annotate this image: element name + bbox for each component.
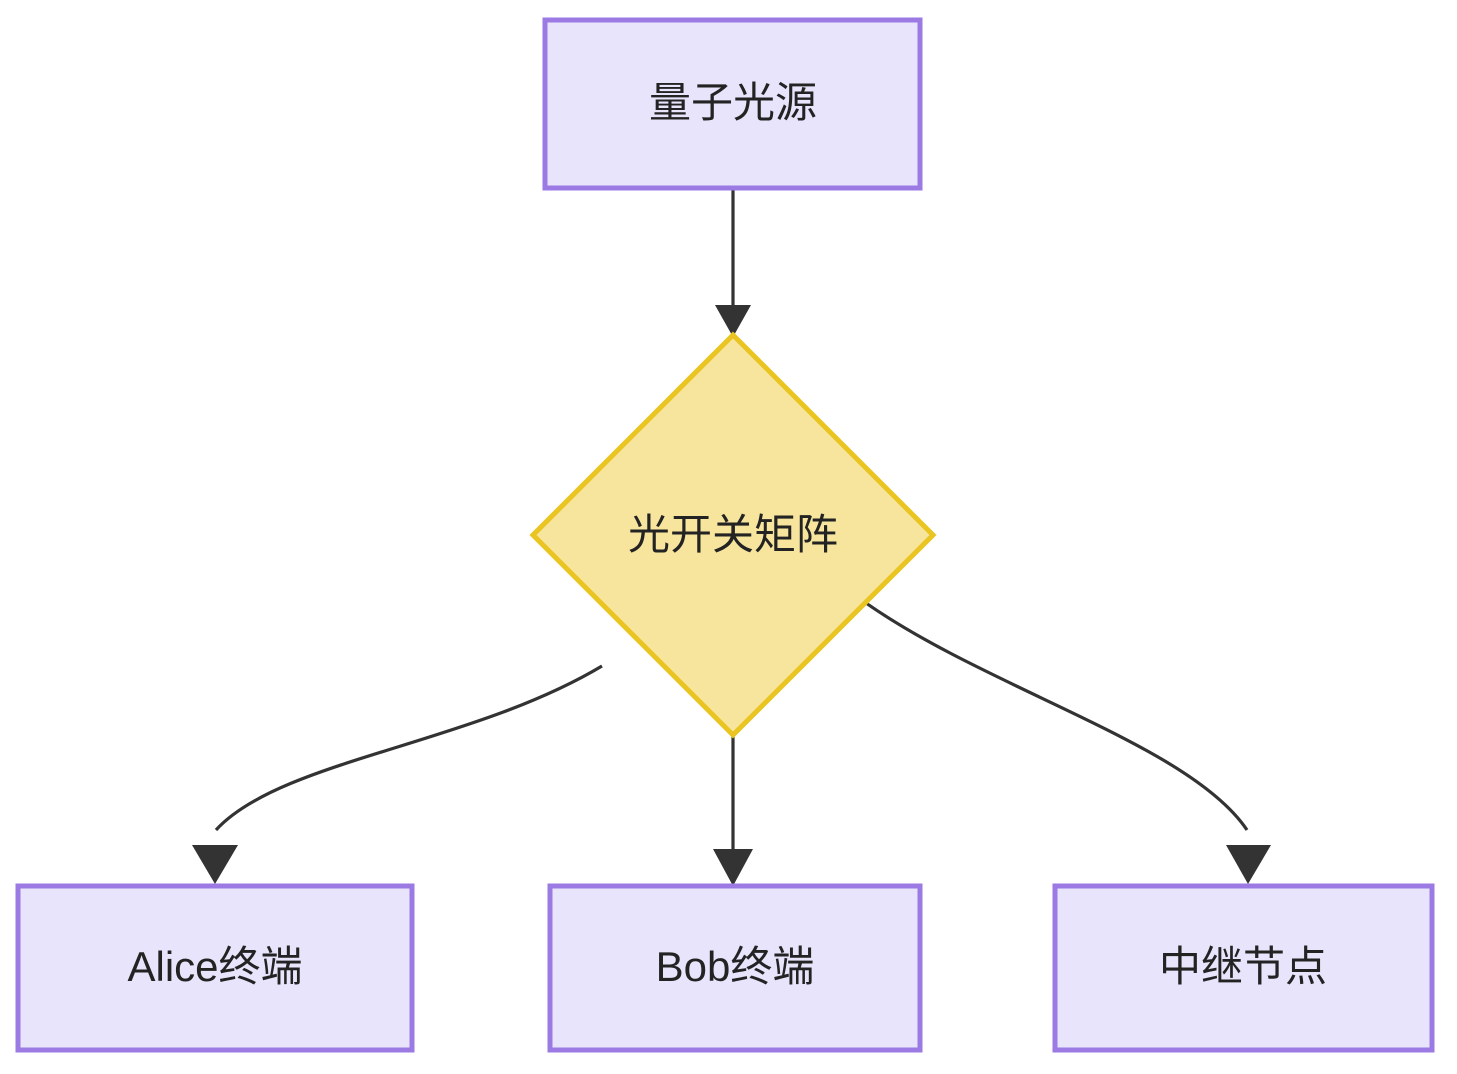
- node-source-label: 量子光源: [649, 79, 817, 126]
- node-switch[interactable]: 光开关矩阵: [529, 331, 937, 739]
- node-alice-shape[interactable]: [15, 883, 415, 1053]
- edge-switch-to-relay: [865, 601, 1271, 884]
- node-relay-shape[interactable]: [1052, 883, 1435, 1053]
- node-source-shape[interactable]: [542, 17, 923, 191]
- node-switch-label: 光开关矩阵: [628, 511, 838, 558]
- node-bob-label: Bob终端: [656, 943, 815, 990]
- node-source[interactable]: 量子光源: [542, 17, 923, 191]
- edge-switch-to-bob: [713, 735, 753, 886]
- edge-layer: [192, 188, 1271, 886]
- arrowhead-icon-source-switch: [715, 305, 751, 337]
- edge-switch-to-alice: [192, 664, 603, 884]
- node-bob[interactable]: Bob终端: [547, 883, 923, 1053]
- node-alice-label: Alice终端: [127, 943, 302, 990]
- edge-line-switch-alice: [214, 664, 603, 832]
- node-relay[interactable]: 中继节点: [1052, 883, 1435, 1053]
- node-alice[interactable]: Alice终端: [15, 883, 415, 1053]
- arrowhead-icon-switch-bob: [713, 849, 753, 886]
- edge-line-switch-relay: [865, 601, 1249, 831]
- arrowhead-icon-switch-relay: [1226, 845, 1271, 884]
- edge-source-to-switch: [715, 188, 751, 337]
- arrowhead-icon-switch-alice: [192, 845, 238, 884]
- node-bob-shape[interactable]: [547, 883, 923, 1053]
- node-relay-label: 中继节点: [1159, 943, 1327, 990]
- node-layer: 量子光源 光开关矩阵 Alice终端 Bob终端 中继节点: [15, 17, 1435, 1053]
- node-switch-shape[interactable]: [529, 331, 937, 739]
